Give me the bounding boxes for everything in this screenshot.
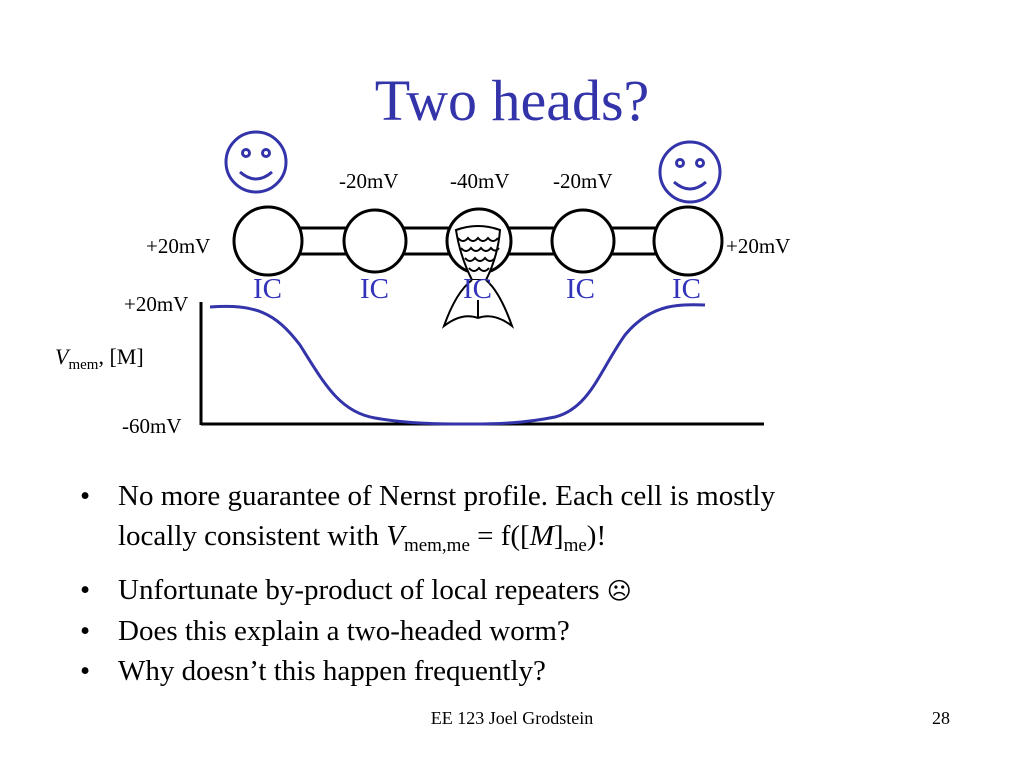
bullet-item: Why doesn’t this happen frequently? [80, 651, 940, 691]
bullet-item: No more guarantee of Nernst profile. Eac… [80, 476, 940, 566]
cell-label-1: IC [253, 273, 282, 305]
cell-label-3: IC [463, 273, 492, 305]
cell-label-4: IC [566, 273, 595, 305]
worm-diagram [199, 130, 764, 426]
cell-connectors [300, 226, 658, 256]
cell-1 [232, 205, 304, 277]
voltage-label-top-1: -20mV [339, 169, 399, 193]
cell-2 [342, 208, 408, 274]
smiley-icon [224, 130, 288, 194]
slide-title: Two heads? [374, 68, 650, 133]
voltage-label-top-3: -20mV [553, 169, 613, 193]
vmem-curve [209, 303, 706, 426]
voltage-label-top-2: -40mV [450, 169, 510, 193]
footer-text: EE 123 Joel Grodstein [430, 708, 594, 728]
cell-5 [652, 205, 724, 277]
bullet-item: Unfortunate by-product of local repeater… [80, 570, 940, 611]
mermaid-tail-icon [441, 225, 515, 329]
bullet-list: No more guarantee of Nernst profile. Eac… [80, 476, 940, 691]
graph-y-axis-label: Vmem, [M] [55, 344, 144, 373]
smiley-icon [658, 140, 722, 204]
bullet-item: Does this explain a two-headed worm? [80, 611, 940, 651]
cell-4 [550, 208, 616, 274]
page-number: 28 [932, 708, 950, 728]
voltage-label-left: +20mV [146, 234, 211, 258]
graph-axes [199, 302, 764, 426]
voltage-label-right: +20mV [726, 234, 791, 258]
cell-label-2: IC [360, 273, 389, 305]
graph-y-bottom-label: -60mV [122, 414, 182, 438]
frown-icon: ☹ [606, 577, 632, 605]
graph-y-top-label: +20mV [124, 292, 189, 316]
cell-label-5: IC [672, 273, 701, 305]
